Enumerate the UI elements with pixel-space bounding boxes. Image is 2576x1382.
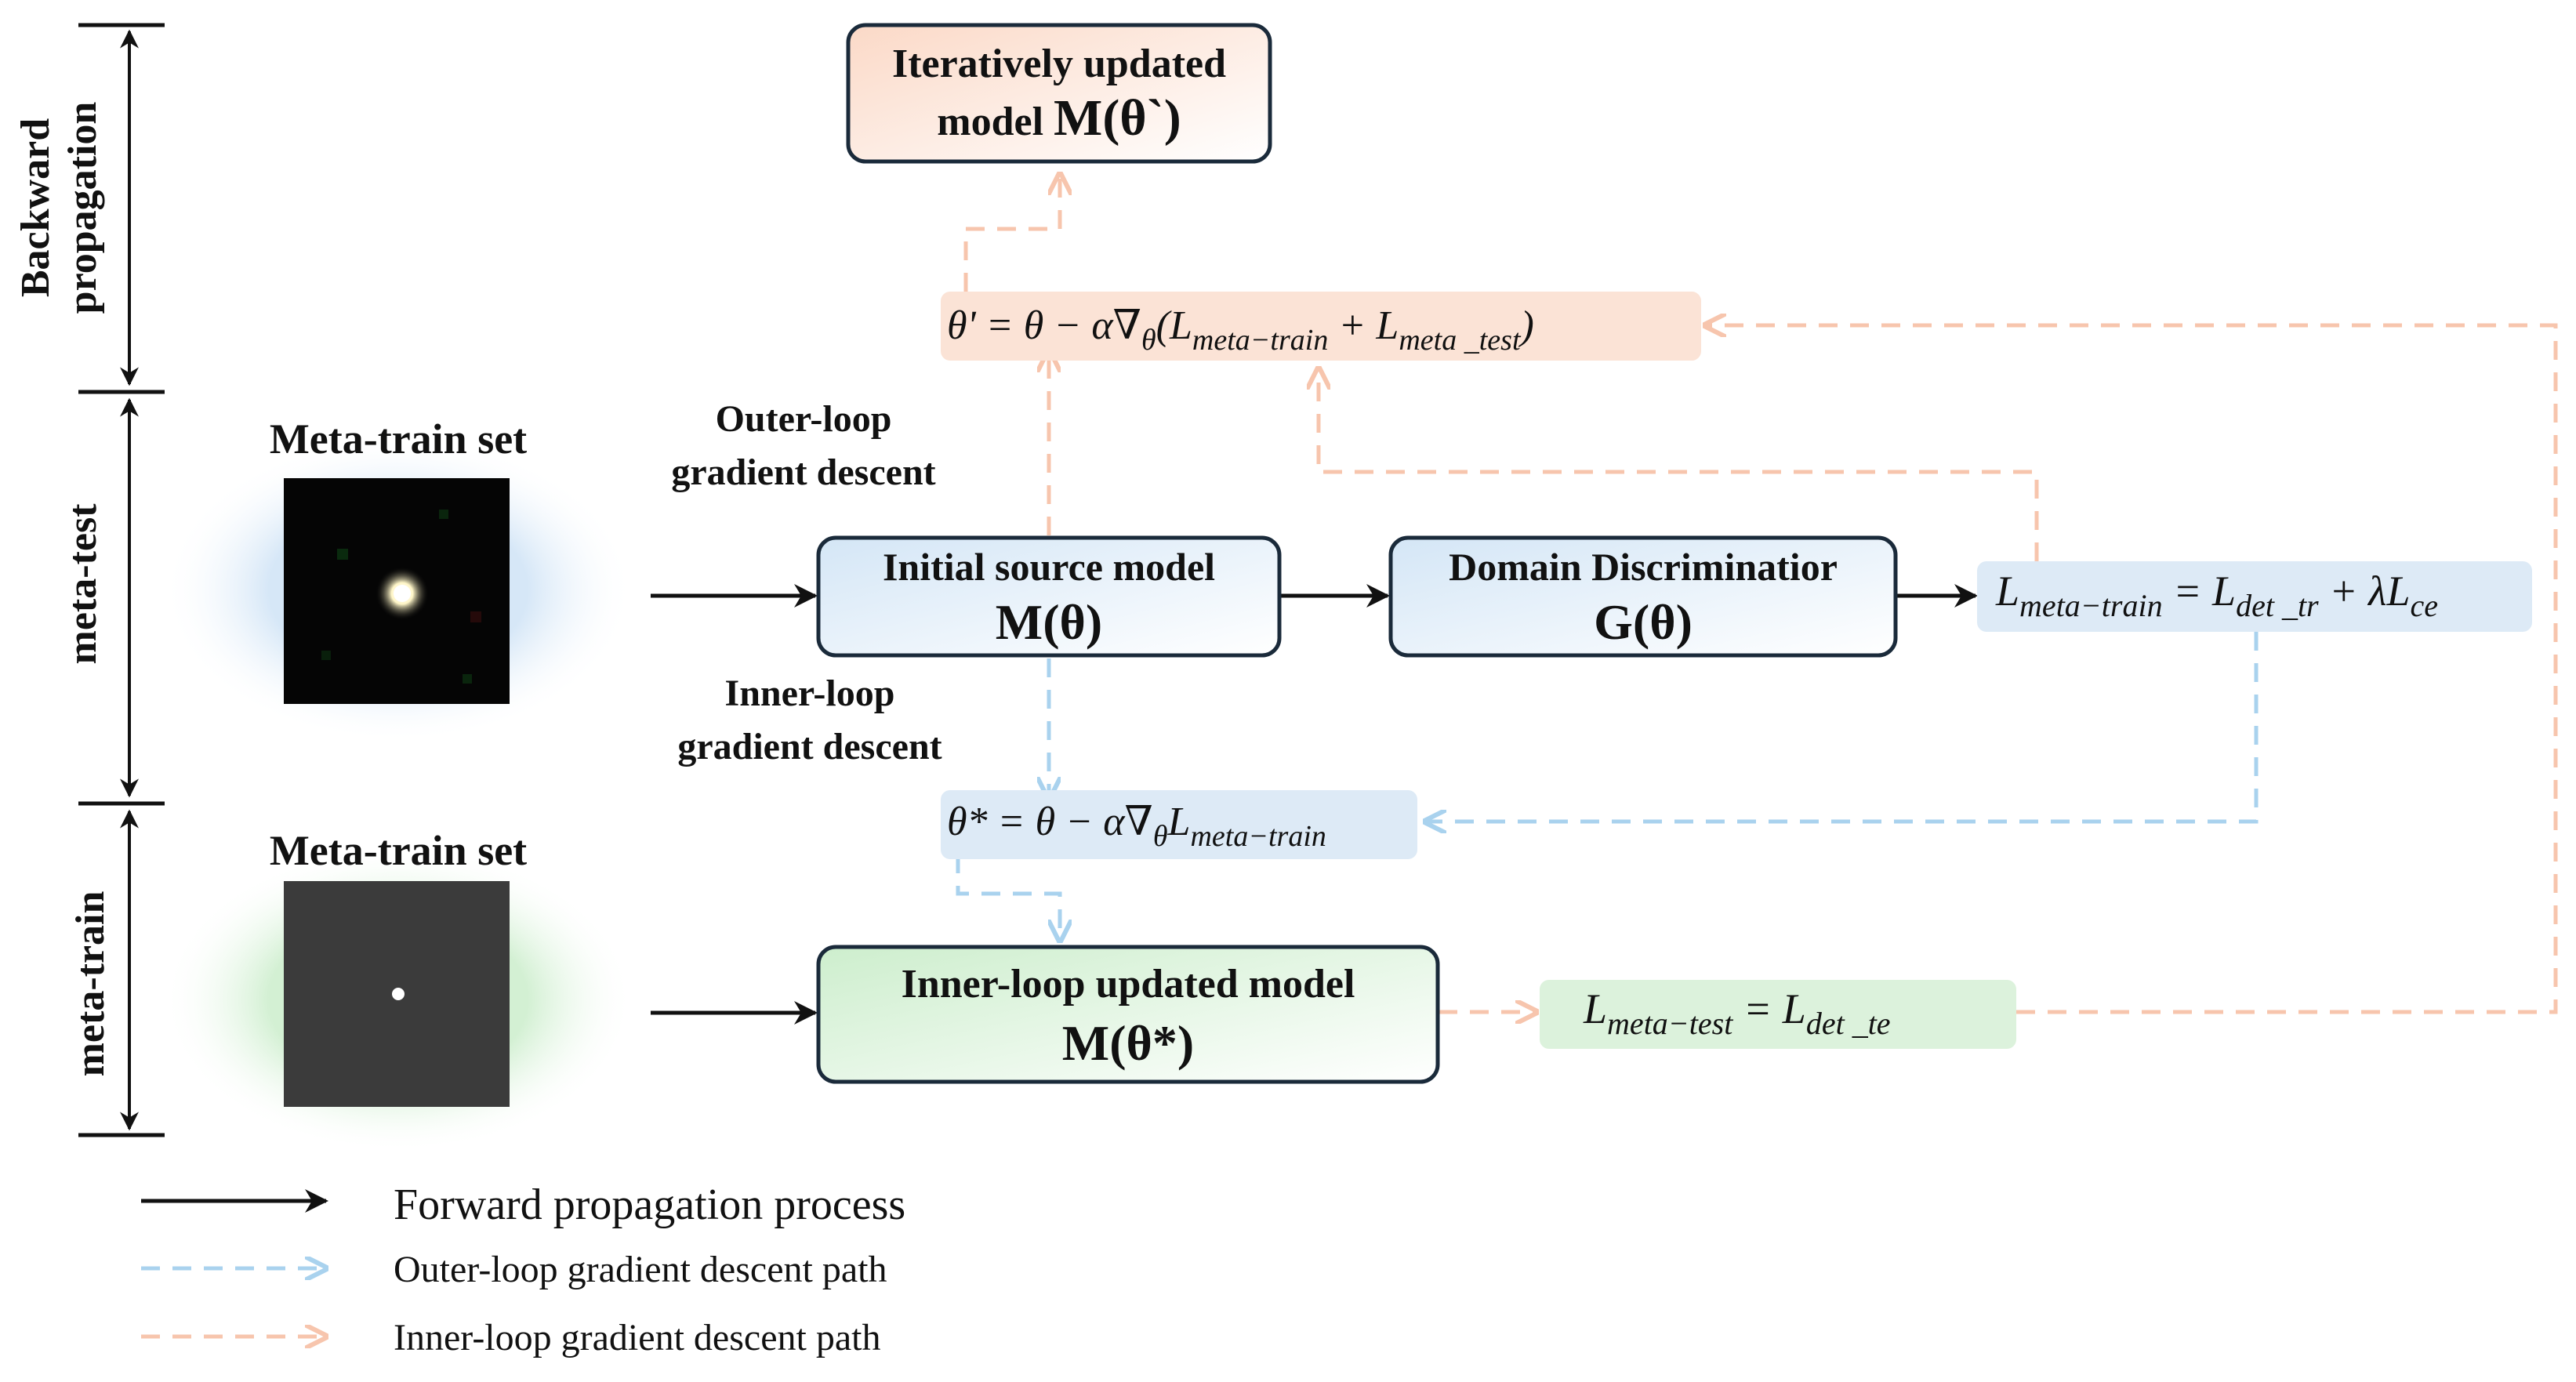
panel-bottom-title: Meta-train set	[270, 827, 527, 874]
box-source-model: Initial source model M(θ)	[816, 535, 1282, 658]
equation-l-meta-test: Lmeta−test = Ldet _te	[1540, 980, 2016, 1049]
legend: Forward propagation process Outer-loop g…	[141, 1181, 905, 1358]
path-lmetatrain-to-thetaprime	[1319, 368, 2039, 561]
label-inner-loop-1: Inner-loop	[725, 673, 895, 714]
box-source-line2: M(θ)	[996, 594, 1102, 650]
box-inner-model: Inner-loop updated model M(θ*)	[816, 945, 1440, 1084]
svg-text:Lmeta−test = Ldet _te: Lmeta−test = Ldet _te	[1583, 985, 1891, 1041]
stage-axis: Backward propagation meta-test meta-trai…	[13, 23, 165, 1137]
connectors	[956, 174, 2558, 1014]
box-inner-line1: Inner-loop updated model	[902, 962, 1355, 1007]
panel-bottom-target	[392, 988, 405, 1000]
label-inner-loop-2: gradient descent	[677, 726, 942, 767]
axis-label-meta-train: meta-train	[68, 891, 113, 1077]
label-outer-loop-1: Outer-loop	[716, 398, 892, 440]
label-outer-loop-2: gradient descent	[671, 452, 935, 493]
path-lmetatest-to-thetaprime	[1705, 325, 2558, 1014]
legend-forward-label: Forward propagation process	[394, 1181, 905, 1229]
box-iterative-model: Iteratively updated model M(θ`)	[846, 23, 1272, 164]
axis-label-propagation: propagation	[60, 102, 105, 314]
box-discriminator: Domain Discriminatior G(θ)	[1388, 535, 1898, 658]
panel-top-title: Meta-train set	[270, 415, 527, 462]
box-discriminator-line2: G(θ)	[1594, 594, 1693, 650]
legend-inner-label: Inner-loop gradient descent path	[394, 1317, 880, 1358]
panel-top: Meta-train set	[163, 415, 633, 742]
equation-theta-prime: θ' = θ − α∇θ(Lmeta−train + Lmeta _test)	[941, 292, 1701, 361]
path-lmetatrain-to-thetastar	[1425, 632, 2259, 822]
svg-text:θ* = θ − α∇θLmeta−train: θ* = θ − α∇θLmeta−train	[947, 800, 1326, 853]
forward-arrows	[651, 584, 1978, 1025]
path-thetastar-to-innermodel	[956, 854, 1060, 941]
panel-bottom: Meta-train set	[163, 827, 633, 1152]
axis-label-meta-test: meta-test	[60, 503, 105, 665]
box-inner-line2: M(θ*)	[1062, 1015, 1194, 1071]
box-source-line1: Initial source model	[883, 545, 1215, 589]
box-iterative-line2: model M(θ`)	[937, 89, 1181, 147]
box-iterative-line1: Iteratively updated	[892, 42, 1226, 86]
svg-text:θ' = θ − α∇θ(Lmeta−train + Lme: θ' = θ − α∇θ(Lmeta−train + Lmeta _test)	[947, 303, 1534, 357]
legend-outer-label: Outer-loop gradient descent path	[394, 1249, 887, 1290]
equation-l-meta-train: Lmeta−train = Ldet _tr + λLce	[1977, 561, 2532, 632]
axis-label-backward: Backward	[13, 118, 58, 297]
path-thetaprime-to-iterative	[963, 174, 1060, 292]
svg-text:Lmeta−train = Ldet _tr + λLce: Lmeta−train = Ldet _tr + λLce	[1995, 568, 2438, 623]
box-discriminator-line1: Domain Discriminatior	[1449, 545, 1838, 589]
equation-theta-star: θ* = θ − α∇θLmeta−train	[941, 790, 1417, 859]
